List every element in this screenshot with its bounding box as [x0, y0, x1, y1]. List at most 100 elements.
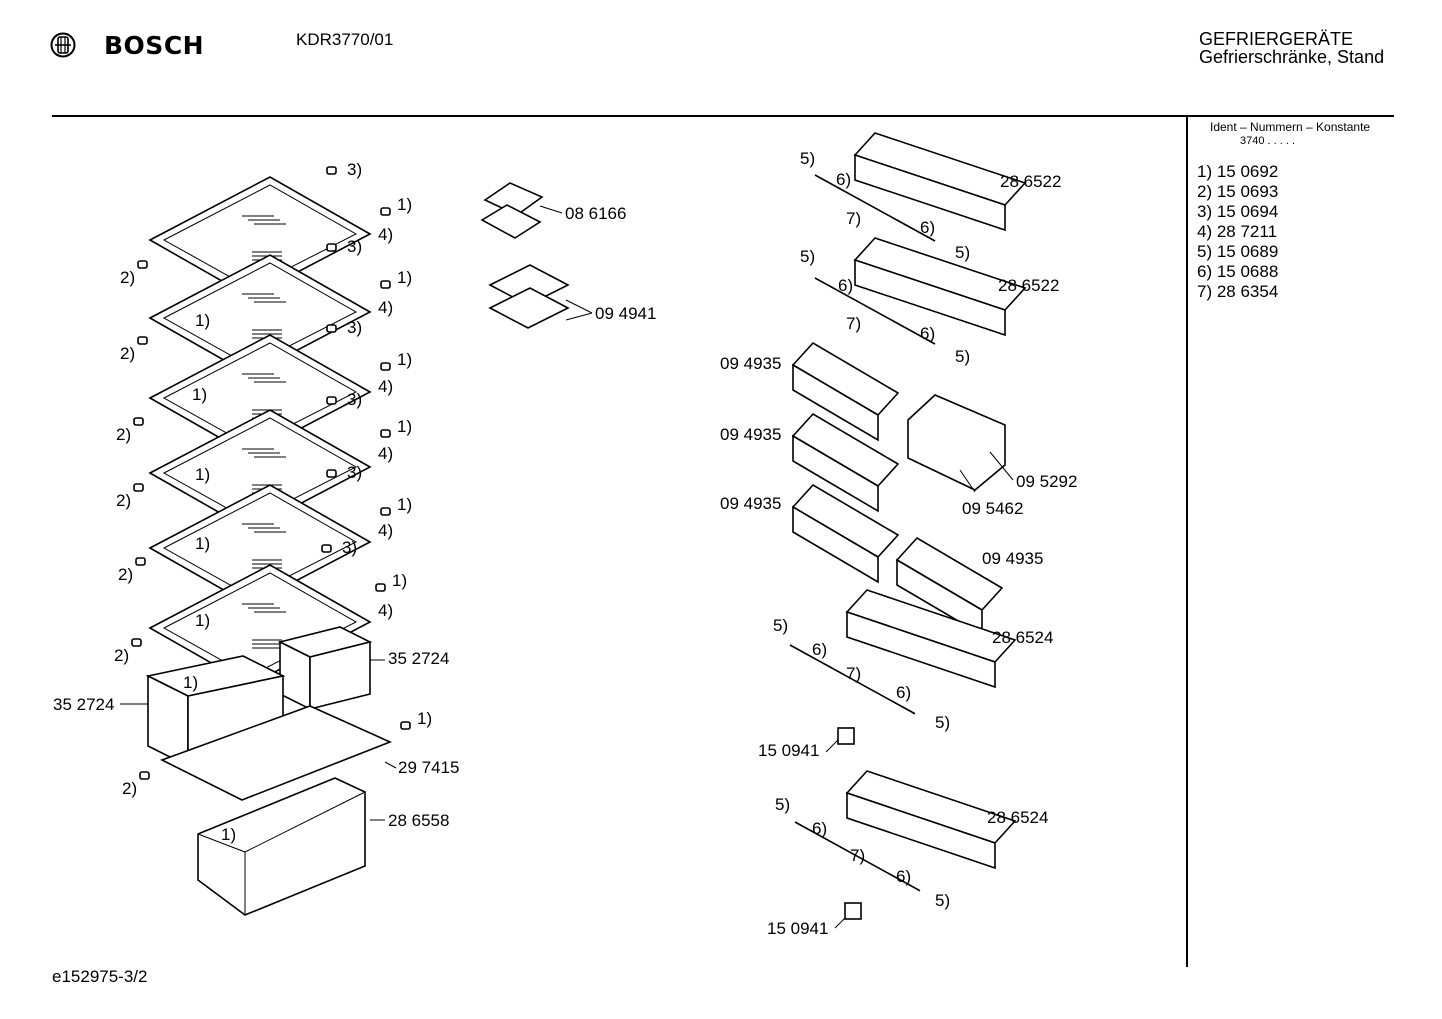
ref-1-label: 1) [192, 385, 207, 404]
ref-4-label: 4) [378, 225, 393, 244]
ref-5-label: 5) [955, 243, 970, 262]
legend-item: 4) 28 7211 [1197, 222, 1278, 241]
part-label-095462: 09 5462 [962, 499, 1023, 518]
ident-title: Ident – Nummern – Konstante [1210, 120, 1371, 134]
ref-6-label: 6) [896, 867, 911, 886]
part-label-094935: 09 4935 [720, 494, 781, 513]
ref-2-label: 2) [120, 344, 135, 363]
ref-1-label: 1) [195, 311, 210, 330]
ref-5-label: 5) [775, 795, 790, 814]
bosch-logo: BOSCH [50, 30, 204, 60]
ref-1-label: 1) [397, 350, 412, 369]
part-label-286522: 28 6522 [998, 276, 1059, 295]
clip-part [137, 260, 148, 269]
small-bin-094935-front [792, 434, 879, 513]
clip-part [326, 243, 337, 252]
clip-part [380, 507, 391, 516]
drawer-group [145, 182, 570, 916]
ref-5-label: 5) [955, 347, 970, 366]
ref-1-label: 1) [221, 825, 236, 844]
clip-part [137, 336, 148, 345]
part-labels: 3)3)3)3)3)3)1)1)1)1)1)1)1)4)4)4)4)4)4)2)… [53, 149, 1077, 938]
part-label-094935: 09 4935 [720, 425, 781, 444]
ref-3-label: 3) [347, 318, 362, 337]
ref-1-label: 1) [195, 465, 210, 484]
clip-part [326, 396, 337, 405]
ref-4-label: 4) [378, 298, 393, 317]
ref-5-label: 5) [935, 713, 950, 732]
legend-item: 6) 15 0688 [1197, 262, 1279, 281]
ref-2-label: 2) [114, 646, 129, 665]
flap-150941 [844, 902, 862, 920]
ref-5-label: 5) [800, 149, 815, 168]
ident-constant: 3740 . . . . . [1240, 135, 1296, 147]
legend-item: 1) 15 0692 [1197, 162, 1279, 181]
leader-line [565, 312, 593, 321]
clip-part [380, 429, 391, 438]
ref-2-label: 2) [120, 268, 135, 287]
part-label-352724: 35 2724 [388, 649, 449, 668]
ref-2-label: 2) [116, 491, 131, 510]
leader-line [989, 451, 1014, 481]
glass-shelf [148, 254, 372, 376]
shelf-glass-pane [162, 342, 358, 447]
legend-item: 5) 15 0689 [1197, 242, 1279, 261]
leader-line [959, 469, 976, 493]
legend-item: 7) 28 6354 [1197, 282, 1279, 301]
header-divider [52, 115, 1394, 117]
small-bin-094935-front [792, 505, 879, 584]
clip-part [139, 771, 150, 780]
ref-5-label: 5) [935, 891, 950, 910]
ref-3-label: 3) [347, 390, 362, 409]
ref-7-label: 7) [846, 664, 861, 683]
part-label-086166: 08 6166 [565, 204, 626, 223]
part-label-286524: 28 6524 [987, 808, 1048, 827]
clip-part [380, 207, 391, 216]
flap-150941 [837, 727, 855, 745]
clip-part [135, 557, 146, 566]
ref-1-label: 1) [392, 571, 407, 590]
sidebar-divider [1186, 117, 1188, 967]
ref-6-label: 6) [812, 819, 827, 838]
glass-shelf [148, 334, 372, 456]
ref-7-label: 7) [846, 314, 861, 333]
small-bin-094935-front [792, 363, 879, 442]
leader-line [384, 761, 397, 769]
glass-shelf [148, 409, 372, 531]
ref-1-label: 1) [397, 268, 412, 287]
ref-5-label: 5) [800, 247, 815, 266]
ref-4-label: 4) [378, 444, 393, 463]
shelf-glass-pane [162, 184, 358, 289]
ref-3-label: 3) [347, 160, 362, 179]
door-shelves-group [789, 132, 1027, 920]
ref-1-label: 1) [195, 611, 210, 630]
ref-1-label: 1) [397, 417, 412, 436]
ref-1-label: 1) [397, 495, 412, 514]
legend-item: 3) 15 0694 [1197, 202, 1279, 221]
clip-part [131, 638, 142, 647]
part-label-094935: 09 4935 [982, 549, 1043, 568]
bottom-glass-shelf [159, 705, 393, 801]
ref-6-label: 6) [812, 640, 827, 659]
clip-part [326, 324, 337, 333]
door-bin-286524-front [846, 610, 996, 689]
ref-4-label: 4) [378, 521, 393, 540]
clip-part [133, 417, 144, 426]
dairy-compartment [907, 394, 1006, 491]
part-label-286524: 28 6524 [992, 628, 1053, 647]
leader-line [834, 917, 846, 929]
shelf-stack [131, 166, 411, 780]
clip-part [326, 166, 337, 175]
leader-line [825, 739, 839, 753]
part-label-094935: 09 4935 [720, 354, 781, 373]
ref-6-label: 6) [920, 324, 935, 343]
ref-1-label: 1) [397, 195, 412, 214]
egg-tray [488, 287, 570, 329]
ref-7-label: 7) [850, 846, 865, 865]
leader-line [565, 299, 593, 314]
part-label-150941: 15 0941 [767, 919, 828, 938]
glass-shelf [148, 176, 372, 298]
ref-4-label: 4) [378, 377, 393, 396]
part-label-286522: 28 6522 [1000, 172, 1061, 191]
ref-4-label: 4) [378, 601, 393, 620]
